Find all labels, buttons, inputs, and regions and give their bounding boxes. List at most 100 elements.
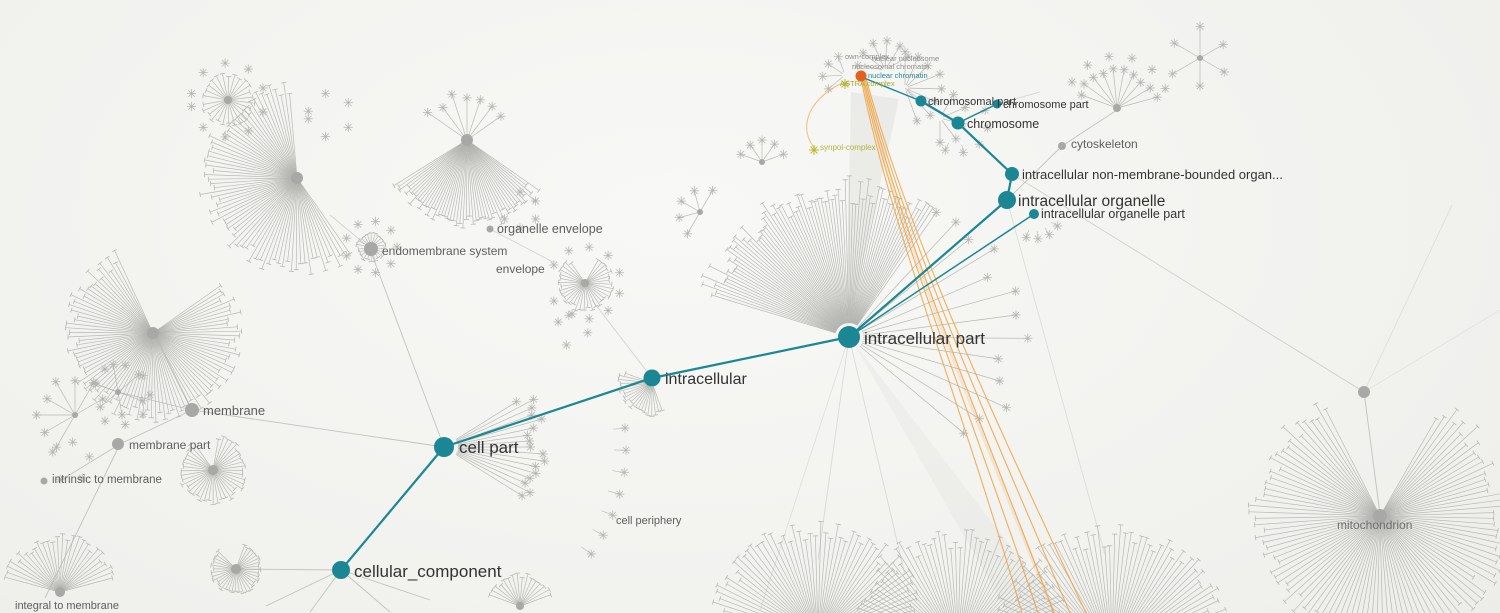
cluster-node[interactable] <box>208 465 218 475</box>
graph-node[interactable] <box>364 242 378 256</box>
branch-cluster[interactable] <box>65 249 242 423</box>
satellite-ring <box>48 437 94 484</box>
highlight-arc <box>806 83 841 151</box>
branch-cluster[interactable] <box>3 533 114 597</box>
term-label-small: ASTRA complex <box>840 79 895 88</box>
branch-cluster[interactable] <box>210 543 262 595</box>
branch-cluster[interactable] <box>856 207 1033 438</box>
node-label-cell-part: cell part <box>459 438 519 457</box>
cluster-node[interactable] <box>147 327 159 339</box>
branch-cluster[interactable] <box>736 135 789 166</box>
branch-cluster[interactable] <box>1076 64 1162 112</box>
cluster-node[interactable] <box>461 134 473 146</box>
branch-cluster[interactable] <box>89 360 148 420</box>
node-label-intracellular-part: intracellular part <box>864 329 985 348</box>
node-label-chromosome: chromosome <box>967 117 1039 131</box>
graph-node-cell-part[interactable] <box>434 437 454 457</box>
cluster-node[interactable] <box>697 209 703 215</box>
term-label: intrinsic to membrane <box>52 474 162 486</box>
node-label-intracellular: intracellular <box>665 371 747 388</box>
cluster-node[interactable] <box>291 172 303 184</box>
cluster-node[interactable] <box>1197 55 1203 61</box>
node-label-chromosomal-part: chromosomal part <box>928 96 1016 108</box>
cluster-node[interactable] <box>759 159 765 165</box>
node-label-intracellular-organelle-part: intracellular organelle part <box>1041 207 1185 221</box>
branch-cluster[interactable] <box>674 185 718 239</box>
term-label: endomembrane system <box>382 244 507 258</box>
highlighted-node[interactable] <box>855 70 867 82</box>
graph-node[interactable] <box>486 225 494 233</box>
satellite-ring <box>581 423 631 559</box>
graph-node[interactable] <box>1358 386 1370 398</box>
graph-node[interactable] <box>1058 142 1066 150</box>
graph-node[interactable] <box>112 438 124 450</box>
cluster-node[interactable] <box>516 602 524 610</box>
branch-cluster[interactable] <box>32 376 108 452</box>
branch-cluster[interactable] <box>488 572 552 610</box>
term-label-small: nucleosomal chromatin <box>852 62 929 71</box>
branch-cluster[interactable] <box>201 72 256 127</box>
cluster-node[interactable] <box>55 587 65 597</box>
term-label: membrane part <box>129 438 211 452</box>
complex-marker[interactable] <box>809 145 819 155</box>
branch-cluster[interactable] <box>900 47 946 126</box>
node-label-chromosome-part: chromosome part <box>1003 99 1089 111</box>
term-label: cytoskeleton <box>1071 137 1138 151</box>
branch-cluster[interactable] <box>853 36 913 70</box>
satellite-ring <box>187 58 268 142</box>
cluster-node[interactable] <box>72 412 78 418</box>
term-label-small: own-complex <box>845 52 889 61</box>
term-label: cell periphery <box>616 515 682 527</box>
branch-cluster[interactable] <box>455 394 550 501</box>
term-label-small: synpol-complex <box>820 143 876 152</box>
labels-layer: organelle envelope endomembrane system env… <box>15 52 1412 612</box>
cluster-node[interactable] <box>1373 509 1387 523</box>
graph-node[interactable] <box>40 477 48 485</box>
graph-node-intracellular-organelle[interactable] <box>998 191 1016 209</box>
branch-cluster[interactable] <box>818 52 845 94</box>
graph-node-intracellular-organelle-part[interactable] <box>1029 209 1039 219</box>
node-label-cellular-component: cellular_component <box>354 562 502 581</box>
term-label: integral to membrane <box>15 600 119 612</box>
graph-node-cellular-component[interactable] <box>332 561 350 579</box>
graph-node-intracellular-non-membrane-bounded-organelle[interactable] <box>1005 167 1019 181</box>
graph-node[interactable] <box>185 403 199 417</box>
branch-cluster[interactable] <box>856 529 1065 613</box>
satellite-ring <box>549 242 625 324</box>
node-label-intracellular-organelle: intracellular organelle <box>1018 193 1165 210</box>
term-label-small: nuclear nucleosome <box>872 54 939 63</box>
graph-node-intracellular-part[interactable] <box>838 326 860 348</box>
satellite-ring <box>499 187 541 233</box>
branch-cluster[interactable] <box>617 370 665 417</box>
branch-cluster[interactable] <box>1247 402 1500 613</box>
graph-node-chromosomal-part[interactable] <box>915 95 927 107</box>
satellite-ring <box>303 88 353 142</box>
term-label: organelle envelope <box>497 222 603 236</box>
term-label: envelope <box>496 262 545 276</box>
branch-cluster[interactable] <box>199 81 353 276</box>
graph-node-intracellular[interactable] <box>643 369 661 387</box>
cluster-node[interactable] <box>581 279 589 287</box>
cluster-node[interactable] <box>115 389 121 395</box>
branch-cluster[interactable] <box>392 134 541 229</box>
branch-cluster[interactable] <box>422 89 506 138</box>
branch-cluster[interactable] <box>711 520 919 613</box>
satellite-ring <box>1021 221 1063 244</box>
satellite-ring <box>342 216 402 278</box>
branch-cluster[interactable] <box>557 258 614 312</box>
graph-node-chromosome-part[interactable] <box>992 99 1002 109</box>
satellite-ring <box>553 309 593 350</box>
graph-node-chromosome[interactable] <box>951 116 965 130</box>
cluster-node[interactable] <box>231 564 241 574</box>
branch-cluster[interactable] <box>700 175 936 334</box>
branch-cluster[interactable] <box>1168 21 1229 91</box>
cluster-node[interactable] <box>1113 104 1121 112</box>
node-label-intracellular-non-membrane-bounded-organelle: intracellular non-membrane-bounded organ… <box>1022 167 1283 182</box>
branch-cluster[interactable] <box>180 435 246 505</box>
term-label: mitochondrion <box>1337 518 1412 532</box>
highlight-path-bundle <box>806 78 1087 613</box>
cluster-node[interactable] <box>224 96 232 104</box>
complex-marker[interactable] <box>840 79 850 89</box>
